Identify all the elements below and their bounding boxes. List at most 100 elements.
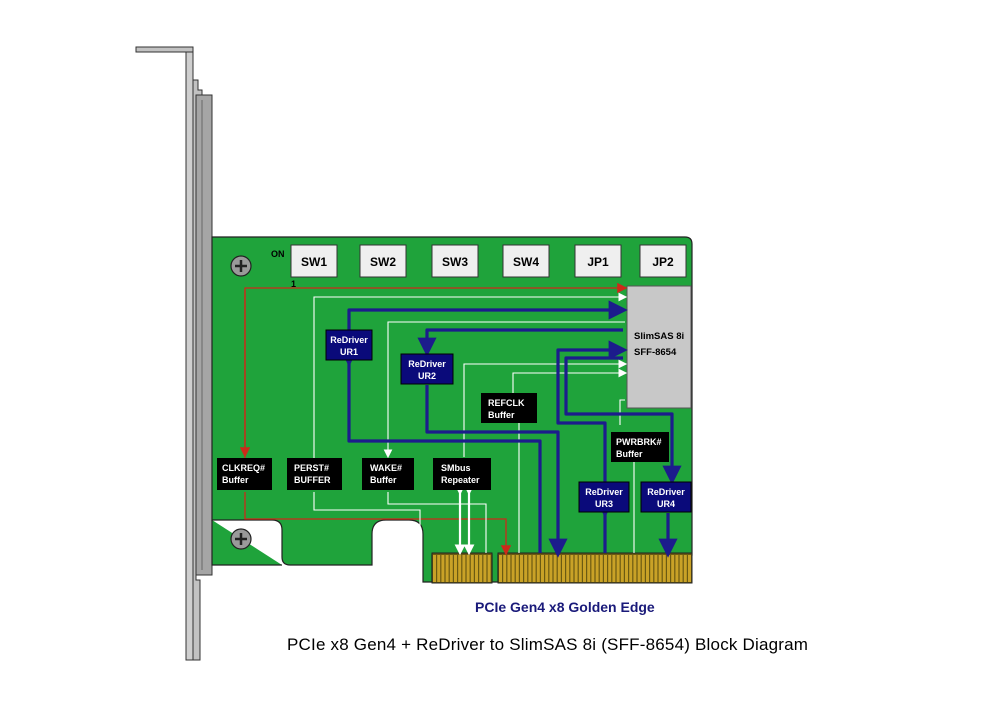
block-title: ReDriver [647,487,685,497]
gold-finger [570,555,574,582]
jumper-label: JP1 [587,255,609,269]
gold-finger [441,555,445,582]
block-subtitle: Repeater [441,475,480,485]
switch-sw1[interactable]: SW1 [290,244,338,278]
switch-label: SW3 [442,255,468,269]
gold-finger [658,555,662,582]
block-subtitle: Buffer [616,449,643,459]
gold-finger [437,555,441,582]
gold-finger [620,555,624,582]
gold-finger [487,555,491,582]
gold-finger [507,555,511,582]
gold-finger [587,555,591,582]
edge-segment [431,552,493,584]
block-id: UR2 [418,371,436,381]
gold-finger [511,555,515,582]
gold-finger [470,555,474,582]
gold-finger [583,555,586,582]
wake-buffer: WAKE# Buffer [362,458,414,490]
switch-label: SW2 [370,255,396,269]
gold-finger [545,555,549,582]
gold-finger [483,555,487,582]
refclk-buffer: REFCLK Buffer [481,393,537,423]
on-label: ON [271,249,285,259]
jumper-jp2[interactable]: JP2 [639,244,687,278]
block-title: REFCLK [488,398,525,408]
block-id: UR3 [595,499,613,509]
gold-finger [553,555,557,582]
golden-edge-fingers [431,552,693,584]
jumper-label: JP2 [652,255,674,269]
connector-line2: SFF-8654 [634,347,677,358]
gold-finger [608,555,612,582]
gold-finger [503,555,507,582]
block-title: PWRBRK# [616,437,662,447]
gold-finger [499,555,502,582]
clkreq-signal [239,282,628,556]
switch-label: SW4 [513,255,539,269]
gold-finger [637,555,641,582]
gold-finger [433,555,436,582]
block-subtitle: BUFFER [294,475,331,485]
switch-sw2[interactable]: SW2 [359,244,407,278]
gold-finger [625,555,628,582]
gold-finger [641,555,645,582]
gold-finger [591,555,595,582]
gold-finger [449,555,453,582]
block-subtitle: Buffer [222,475,249,485]
slimsas-connector: SlimSAS 8i SFF-8654 [626,285,692,409]
pin-one-label: 1 [291,279,296,289]
screw-icon [230,528,252,550]
redriver-ur2: ReDriver UR2 [400,353,454,385]
block-title: PERST# [294,463,329,473]
block-subtitle: Buffer [370,475,397,485]
gold-finger [675,555,679,582]
redriver-ur1: ReDriver UR1 [325,329,373,361]
gold-finger [671,555,675,582]
gold-finger [515,555,519,582]
gold-finger [616,555,620,582]
gold-finger [454,555,457,582]
block-title: CLKREQ# [222,463,265,473]
gold-finger [528,555,532,582]
gold-finger [679,555,683,582]
gold-finger [662,555,666,582]
gold-finger [479,555,483,582]
gold-finger [654,555,658,582]
pwrbrk-buffer: PWRBRK# Buffer [611,432,669,462]
gold-finger [578,555,582,582]
gold-finger [462,555,466,582]
redriver-ur3: ReDriver UR3 [578,481,630,513]
clkreq-buffer: CLKREQ# Buffer [217,458,272,490]
perst-buffer: PERST# BUFFER [287,458,342,490]
gold-finger [604,555,607,582]
gold-finger [595,555,599,582]
gold-finger [599,555,603,582]
block-id: UR1 [340,347,358,357]
block-title: ReDriver [585,487,623,497]
gold-finger [541,555,544,582]
block-id: UR4 [657,499,675,509]
sideband-signals [313,292,635,553]
gold-finger [536,555,540,582]
smbus-repeater: SMbus Repeater [433,458,491,490]
gold-finger [475,555,478,582]
gold-finger [683,555,687,582]
mounting-bracket [135,46,213,661]
block-title: ReDriver [330,335,368,345]
screw-icon [230,255,252,277]
pcb-board [211,236,693,583]
highspeed-lanes [339,300,682,558]
golden-edge-label: PCIe Gen4 x8 Golden Edge [475,599,655,615]
gold-finger [466,555,470,582]
gold-finger [549,555,553,582]
gold-finger [557,555,561,582]
gold-finger [574,555,578,582]
gold-finger [612,555,616,582]
jumper-jp1[interactable]: JP1 [574,244,622,278]
switch-sw3[interactable]: SW3 [431,244,479,278]
switch-label: SW1 [301,255,327,269]
switch-sw4[interactable]: SW4 [502,244,550,278]
